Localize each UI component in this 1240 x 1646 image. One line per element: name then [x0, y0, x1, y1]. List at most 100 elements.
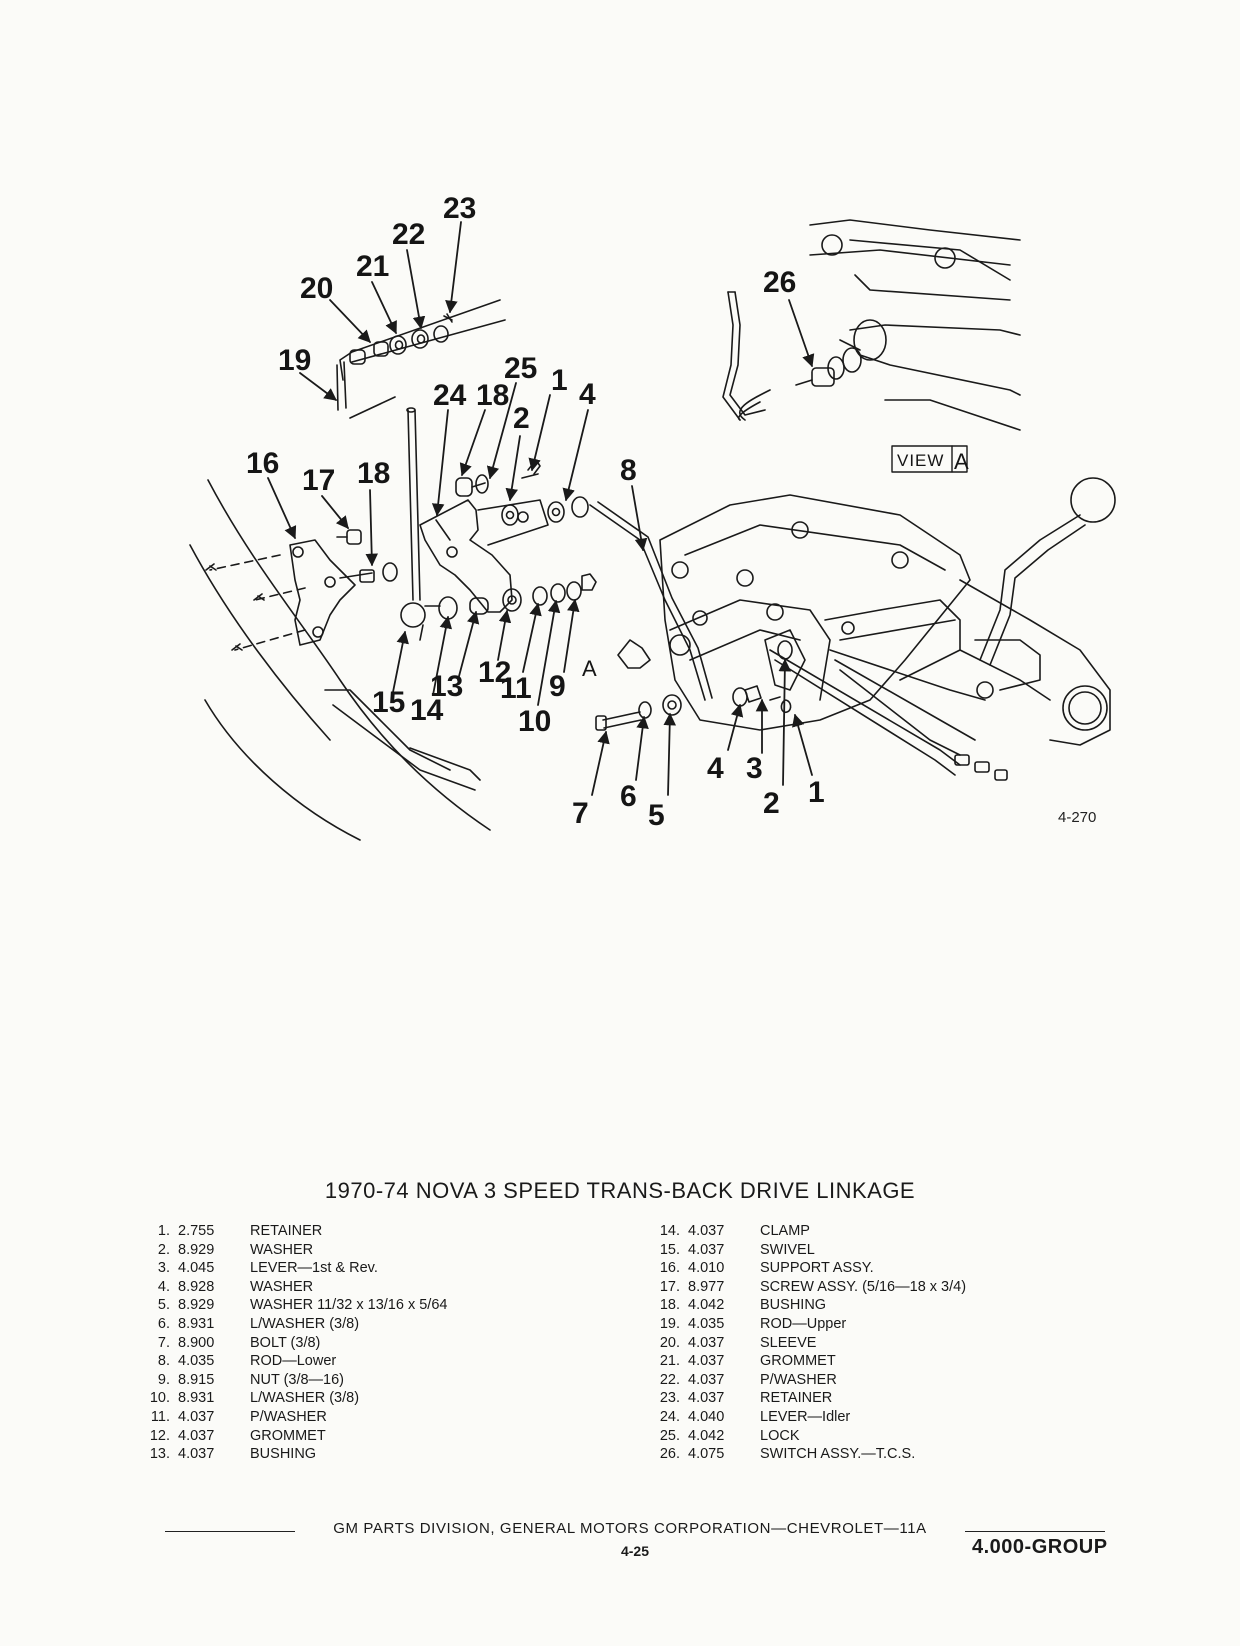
part-description: L/WASHER (3/8) — [250, 1315, 360, 1332]
part-number: 21. — [659, 1353, 680, 1370]
part-number: 8. — [157, 1353, 170, 1370]
parts-row: 20. 4.037 SLEEVE — [650, 1334, 966, 1353]
callout-18-upper: 18 — [476, 379, 509, 412]
part-description: P/WASHER — [760, 1371, 837, 1388]
front-arrow-label: A — [582, 656, 597, 681]
callout-6: 6 — [620, 780, 637, 813]
callout-13: 13 — [430, 670, 463, 703]
group-number: 4.037 — [178, 1408, 215, 1425]
group-number: 4.035 — [688, 1315, 725, 1332]
part-description: L/WASHER (3/8) — [250, 1390, 360, 1407]
part-description: P/WASHER — [250, 1408, 327, 1425]
group-number: 4.037 — [688, 1241, 725, 1258]
part-number: 26. — [659, 1446, 680, 1463]
footer-rule-left — [165, 1531, 295, 1532]
group-number: 4.037 — [178, 1427, 215, 1444]
parts-row: 6. 8.931 L/WASHER (3/8) — [140, 1315, 447, 1334]
group-number: 4.037 — [688, 1390, 725, 1407]
parts-row: 11. 4.037 P/WASHER — [140, 1408, 447, 1427]
upper-rod-assembly — [336, 299, 506, 419]
part-number: 16. — [659, 1260, 680, 1277]
callout-3: 3 — [746, 752, 763, 785]
view-label: VIEW — [897, 451, 944, 470]
part-number: 2. — [157, 1241, 170, 1258]
part-description: RETAINER — [760, 1390, 833, 1407]
part-description: LEVER—1st & Rev. — [250, 1260, 378, 1277]
support-assembly-part — [205, 539, 356, 651]
part-number: 23. — [659, 1390, 680, 1407]
callout-18-lower: 18 — [357, 457, 390, 490]
group-number: 4.042 — [688, 1297, 725, 1314]
parts-row: 23. 4.037 RETAINER — [650, 1389, 966, 1408]
group-number: 2.755 — [178, 1223, 215, 1239]
page-title: 1970-74 NOVA 3 SPEED TRANS-BACK DRIVE LI… — [324, 1178, 916, 1203]
group-number: 8.900 — [178, 1334, 215, 1351]
part-description: SWITCH ASSY.—T.C.S. — [760, 1446, 916, 1463]
group-number: 8.928 — [178, 1278, 215, 1295]
callout-9: 9 — [549, 670, 566, 703]
parts-row: 4. 8.928 WASHER — [140, 1278, 447, 1297]
callout-5: 5 — [648, 799, 665, 832]
part-description: ROD—Upper — [760, 1315, 847, 1332]
part-number: 12. — [149, 1427, 170, 1444]
group-number: 8.929 — [178, 1241, 215, 1258]
part-number: 25. — [659, 1427, 680, 1444]
callout-2-lower: 2 — [763, 787, 780, 820]
callout-17: 17 — [302, 464, 335, 497]
view-letter: A — [954, 449, 969, 474]
part-number: 22. — [659, 1371, 680, 1388]
part-number: 11. — [150, 1408, 170, 1425]
view-a-inset — [722, 219, 1021, 473]
group-number: 4.037 — [178, 1446, 215, 1463]
part-description: WASHER — [250, 1278, 314, 1295]
page-number: 4-25 — [620, 1543, 650, 1559]
group-number: 4.037 — [688, 1371, 725, 1388]
part-description: LEVER—Idler — [760, 1408, 851, 1425]
footer-publisher: GM PARTS DIVISION, GENERAL MOTORS CORPOR… — [333, 1520, 927, 1537]
part-number: 13. — [149, 1446, 170, 1463]
group-number: 8.915 — [178, 1371, 215, 1388]
group-number: 4.035 — [178, 1353, 215, 1370]
part-description: SLEEVE — [760, 1334, 817, 1351]
group-number: 8.977 — [688, 1278, 725, 1295]
callout-4-upper: 4 — [579, 378, 596, 411]
group-number: 4.037 — [688, 1353, 725, 1370]
callout-25: 25 — [504, 352, 537, 385]
group-label: 4.000-GROUP — [972, 1536, 1108, 1558]
parts-row: 22. 4.037 P/WASHER — [650, 1371, 966, 1390]
parts-row: 12. 4.037 GROMMET — [140, 1427, 447, 1446]
part-number: 19. — [659, 1315, 680, 1332]
group-number: 4.075 — [688, 1446, 725, 1463]
part-description: GROMMET — [250, 1427, 326, 1444]
screw-and-bushing-parts — [336, 529, 398, 583]
vertical-rod — [406, 407, 421, 601]
group-number: 4.037 — [688, 1334, 725, 1351]
group-number: 8.931 — [178, 1390, 215, 1407]
group-number: 4.037 — [688, 1223, 725, 1239]
callout-numbers: 23 22 21 20 19 25 1 4 24 18 2 16 17 18 8… — [246, 192, 1096, 832]
swivel-clamp-washer-group — [400, 573, 597, 641]
callout-4-lower: 4 — [707, 752, 724, 785]
lower-rod — [589, 501, 713, 701]
group-number: 4.040 — [688, 1408, 725, 1425]
part-number: 14. — [659, 1223, 680, 1239]
part-number: 20. — [659, 1334, 680, 1351]
part-description: SCREW ASSY. (5/16—18 x 3/4) — [760, 1278, 967, 1295]
callout-15: 15 — [372, 686, 405, 719]
callout-8: 8 — [620, 454, 637, 487]
transmission-assembly — [617, 477, 1116, 781]
part-number: 6. — [157, 1315, 170, 1332]
part-number: 18. — [659, 1297, 680, 1314]
part-number: 4. — [157, 1278, 170, 1295]
part-description: LOCK — [760, 1427, 800, 1444]
group-number: 8.931 — [178, 1315, 215, 1332]
